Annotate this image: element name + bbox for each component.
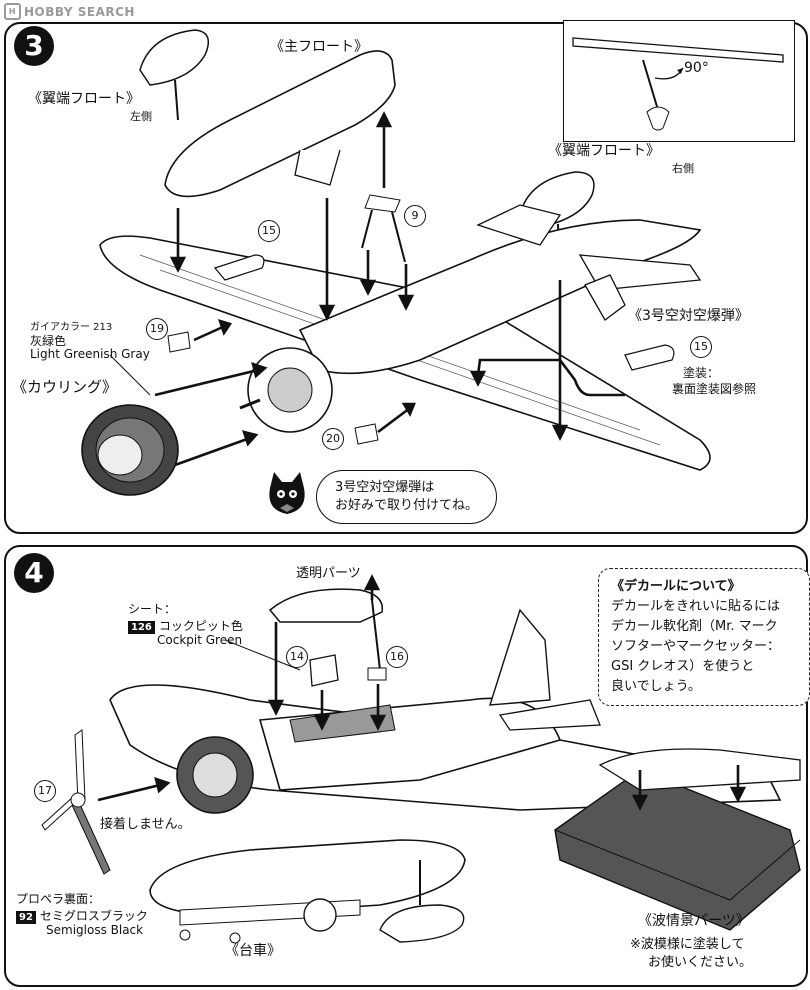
decal-note-line-4: GSI クレオス）を使うと: [611, 659, 755, 674]
part-9-marker: 9: [404, 205, 426, 227]
bomb-title: 《3号空対空爆弾》: [628, 308, 749, 324]
wave-note-line-1: ※波模様に塗装して: [630, 937, 745, 952]
bubble-line-1: 3号空対空爆弾は: [335, 480, 435, 495]
main-float-label: 《主フロート》: [270, 39, 368, 55]
wave-parts-title: 《波情景パーツ》: [638, 913, 750, 929]
step3-aircraft-drawing: [81, 29, 711, 496]
part-20-marker: 20: [322, 428, 344, 450]
main-float-shape: [164, 50, 396, 198]
prop-back-label: プロペラ裏面：: [16, 892, 101, 906]
paint-jp-label: 灰緑色: [30, 334, 67, 348]
decal-note-line-1: デカールをきれいに貼るには: [611, 599, 781, 614]
decal-note-box: 《デカールについて》 デカールをきれいに貼るには デカール軟化剤（Mr. マーク…: [598, 568, 810, 706]
seat-color-code: 126: [128, 621, 155, 634]
clear-parts-label: 透明パーツ: [296, 566, 361, 581]
part-14-marker: 14: [286, 646, 308, 668]
bomb-paint-line2: 裏面塗装図参照: [672, 382, 757, 396]
left-side-label: 左側: [130, 110, 152, 123]
decal-note-line-5: 良いでしょう。: [611, 679, 701, 694]
part-17-marker: 17: [34, 780, 56, 802]
wave-note-line-2: お使いください。: [648, 955, 753, 970]
seat-label: シート：: [128, 602, 177, 616]
step4-number: 4: [14, 553, 54, 593]
part-19-marker: 19: [146, 318, 168, 340]
dolly-label: 《台車》: [225, 943, 281, 959]
prop-color-code: 92: [16, 911, 36, 924]
paint-en-label: Light Greenish Gray: [30, 347, 150, 361]
decal-note-line-3: ソフターやマークセッター：: [611, 639, 781, 654]
step3-number: 3: [14, 26, 54, 66]
hobby-search-logo-icon: H: [4, 3, 21, 20]
prop-color-en: Semigloss Black: [46, 923, 144, 937]
wingtip-float-right-label: 《翼端フロート》: [548, 143, 660, 159]
decal-note-line-2: デカール軟化剤（Mr. マーク: [611, 619, 778, 634]
optional-bomb-bubble: 3号空対空爆弾は お好みで取り付けてね。: [316, 470, 498, 524]
bubble-line-2: お好みで取り付けてね。: [335, 498, 479, 513]
right-side-label: 右側: [672, 162, 694, 175]
no-glue-label: 接着しません。: [100, 817, 191, 832]
prop-color-jp-text: セミグロスブラック: [39, 909, 148, 923]
angle-diagram: [572, 37, 784, 131]
cowling-label: 《カウリング》: [12, 378, 118, 396]
paint-brand-label: ガイアカラー 213: [30, 322, 113, 333]
bomb-paint-line1: 塗装：: [683, 366, 720, 380]
seat-color-jp-text: コックピット色: [158, 619, 243, 633]
angle-label: 90°: [684, 60, 709, 76]
cat-mascot-icon: [269, 472, 305, 514]
watermark: H HOBBY SEARCH: [4, 3, 135, 20]
decal-note-title: 《デカールについて》: [611, 579, 741, 594]
seat-color-en: Cockpit Green: [157, 633, 243, 647]
part-16-marker: 16: [386, 646, 408, 668]
watermark-text: HOBBY SEARCH: [24, 4, 135, 19]
wingtip-float-left-label: 《翼端フロート》: [28, 91, 140, 107]
part-15-marker-bomb: 15: [690, 336, 712, 358]
part-15-marker-wing: 15: [258, 220, 280, 242]
